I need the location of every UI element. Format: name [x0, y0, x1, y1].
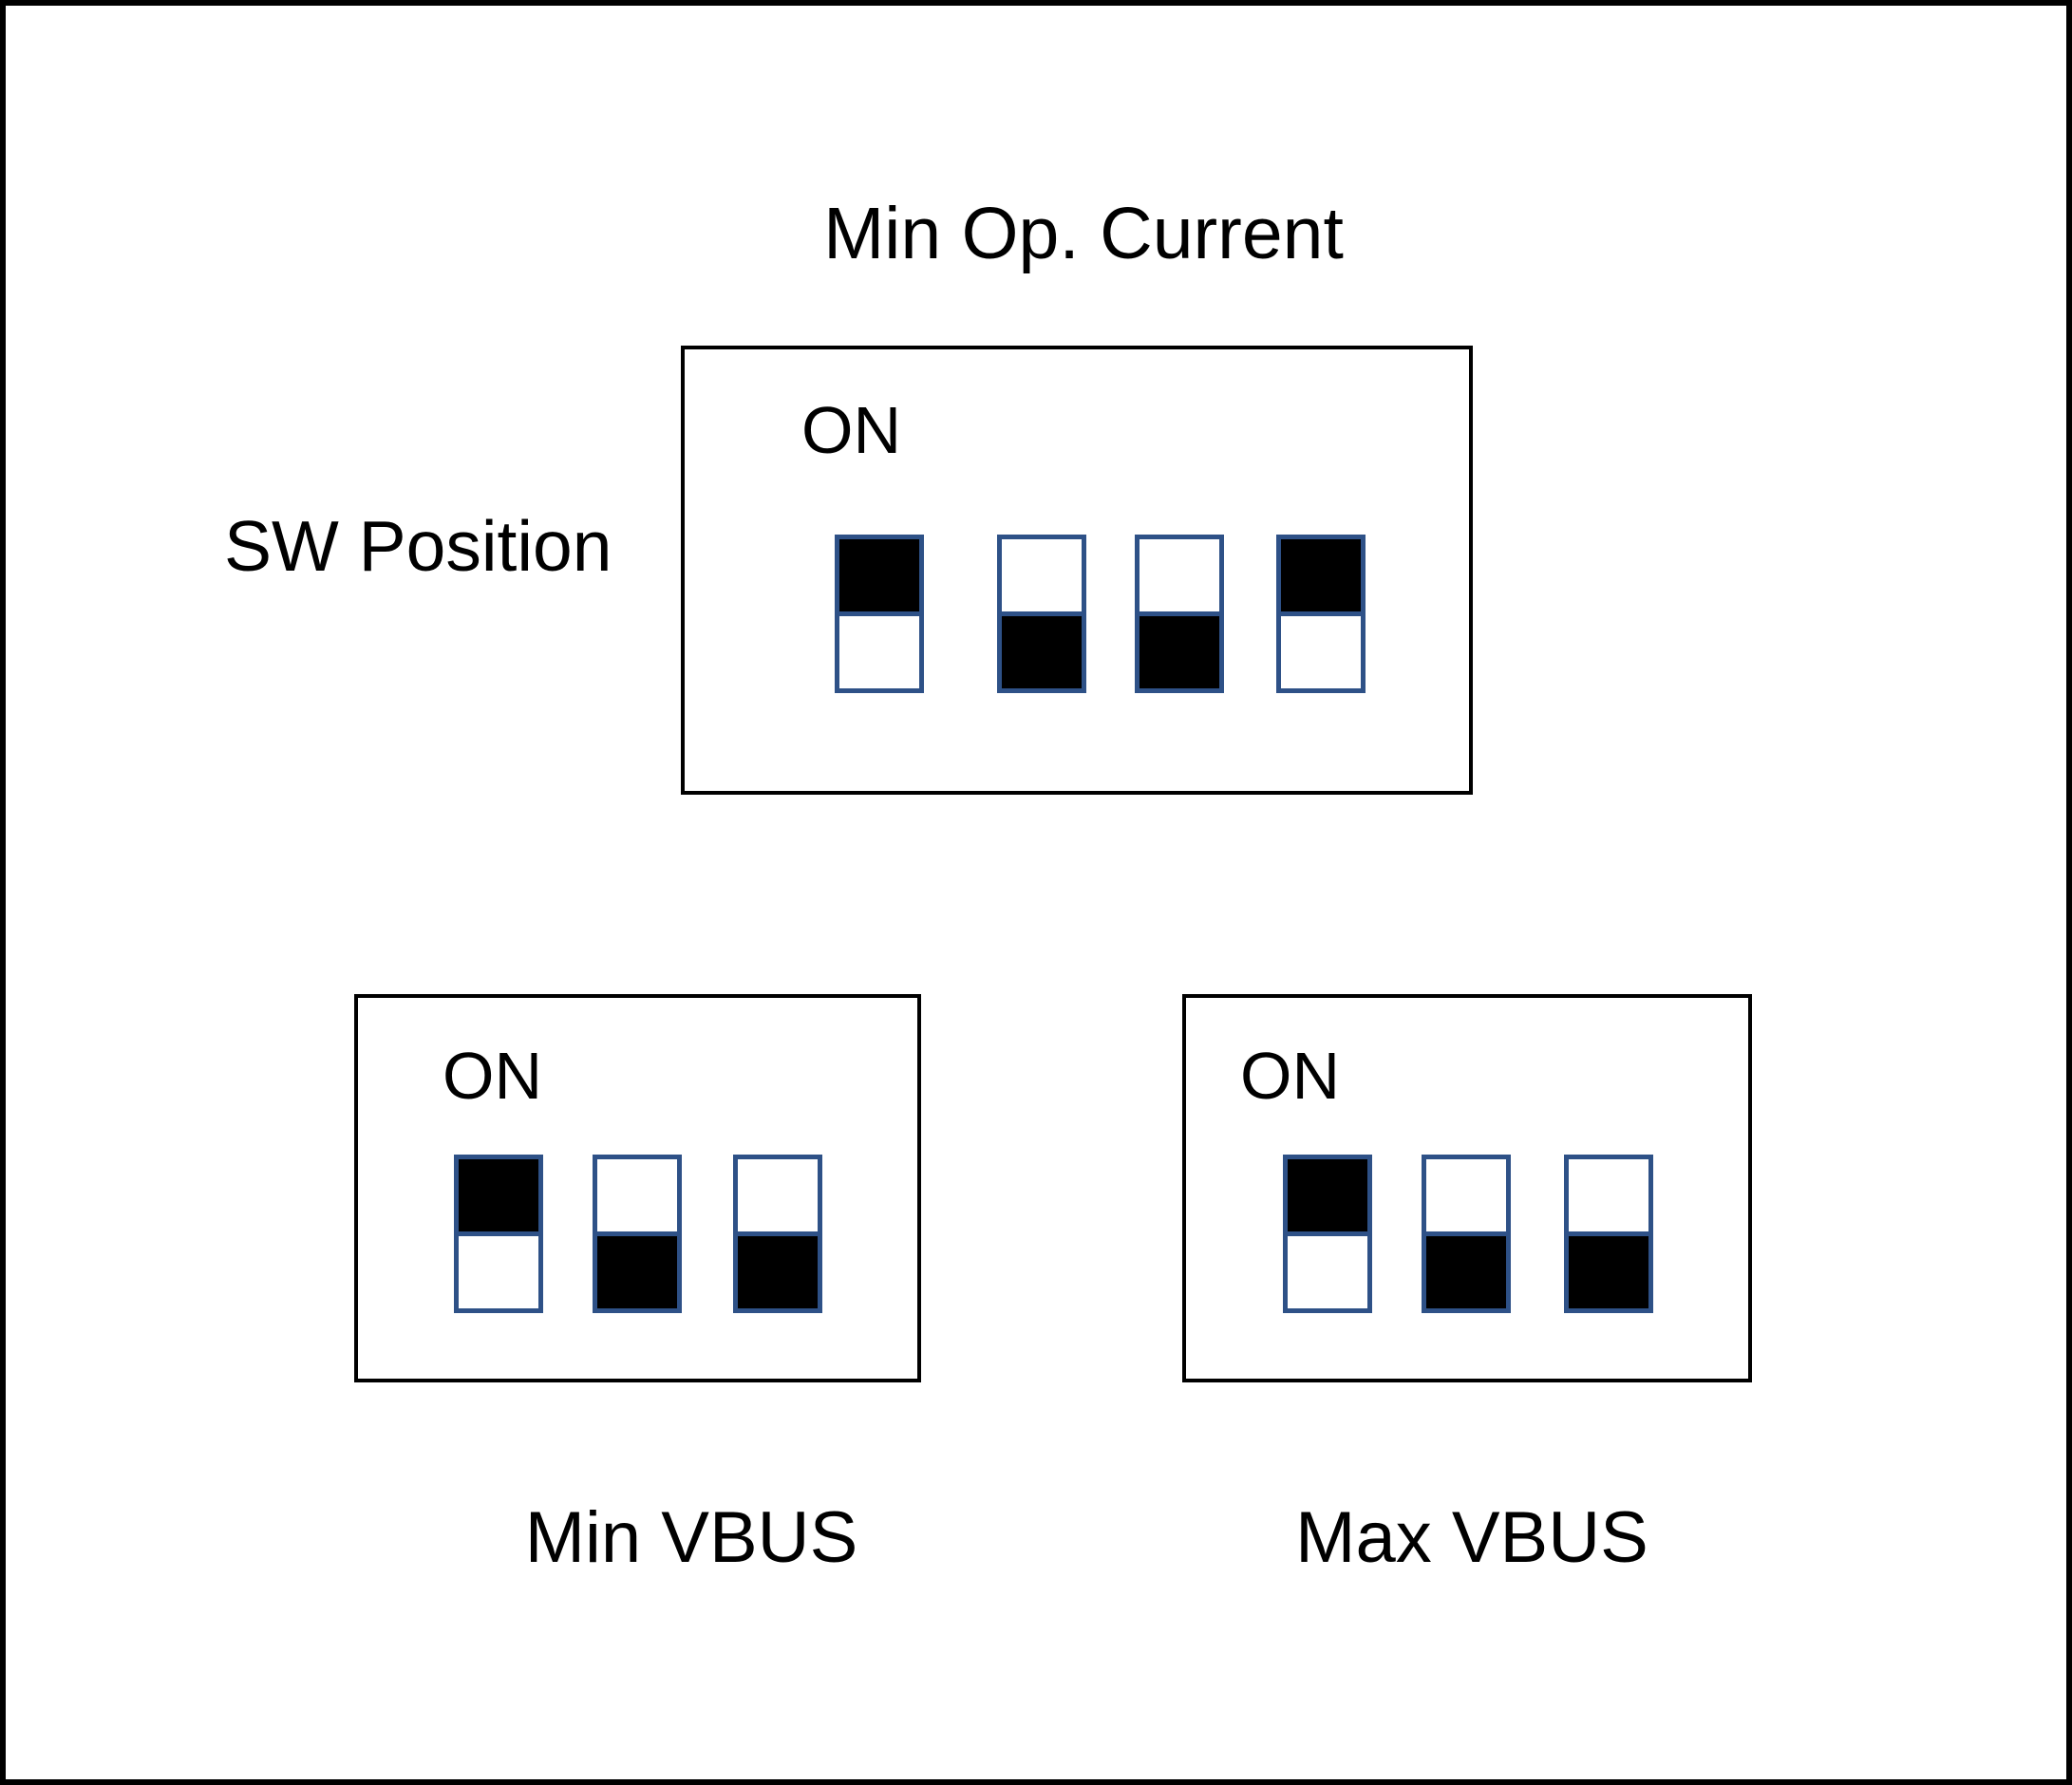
dip-switch-2[interactable] [1422, 1155, 1511, 1313]
on-label: ON [801, 393, 901, 467]
dip-block-min-vbus: ON [354, 994, 921, 1382]
dip-switch-lower-cell [1283, 1231, 1372, 1313]
dip-switch-upper-cell [1422, 1155, 1511, 1236]
dip-switch-upper-cell [1564, 1155, 1653, 1236]
dip-block-min-op-current: ON [681, 346, 1473, 795]
dip-switch-upper-cell [454, 1155, 543, 1236]
dip-switch-lower-cell [733, 1231, 822, 1313]
dip-switch-1[interactable] [454, 1155, 543, 1313]
dip-switch-lower-cell [1564, 1231, 1653, 1313]
dip-switch-upper-cell [835, 535, 924, 616]
sw-position-label: SW Position [224, 506, 612, 586]
dip-switch-3[interactable] [1135, 535, 1224, 693]
dip-switch-lower-cell [593, 1231, 682, 1313]
dip-switch-lower-cell [1276, 611, 1366, 693]
dip-switch-1[interactable] [1283, 1155, 1372, 1313]
dip-block-max-vbus: ON [1182, 994, 1752, 1382]
dip-switch-upper-cell [1276, 535, 1366, 616]
dip-switch-upper-cell [997, 535, 1086, 616]
dip-switch-lower-cell [1135, 611, 1224, 693]
max-vbus-caption: Max VBUS [1295, 1497, 1648, 1578]
dip-switch-1[interactable] [835, 535, 924, 693]
dip-switch-upper-cell [593, 1155, 682, 1236]
on-label: ON [443, 1039, 542, 1113]
on-label: ON [1240, 1039, 1340, 1113]
dip-switch-lower-cell [454, 1231, 543, 1313]
dip-switch-2[interactable] [593, 1155, 682, 1313]
dip-switch-upper-cell [1135, 535, 1224, 616]
dip-switch-3[interactable] [1564, 1155, 1653, 1313]
dip-switch-lower-cell [1422, 1231, 1511, 1313]
dip-switch-lower-cell [835, 611, 924, 693]
dip-switch-3[interactable] [733, 1155, 822, 1313]
dip-switch-upper-cell [1283, 1155, 1372, 1236]
dip-switch-upper-cell [733, 1155, 822, 1236]
block-caption-min-op-current: Min Op. Current [823, 193, 1344, 274]
dip-switch-4[interactable] [1276, 535, 1366, 693]
min-vbus-caption: Min VBUS [524, 1497, 858, 1578]
dip-switch-2[interactable] [997, 535, 1086, 693]
dip-switch-lower-cell [997, 611, 1086, 693]
